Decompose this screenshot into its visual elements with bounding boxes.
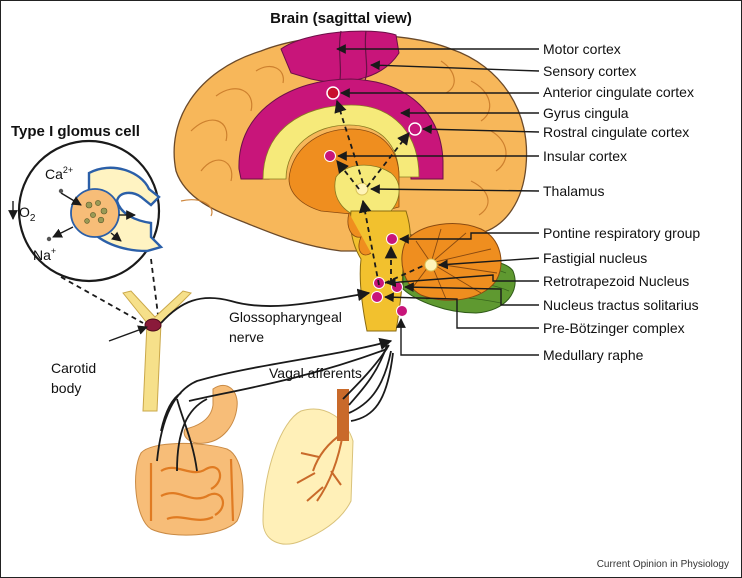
intestines (135, 442, 244, 536)
label-sensory-cortex: Sensory cortex (543, 63, 636, 79)
label-insular-cortex: Insular cortex (543, 148, 627, 164)
ascending-pathways (334, 99, 426, 286)
label-pre-botzinger-complex: Pre-Bötzinger complex (543, 320, 685, 336)
brain-nuclei (324, 86, 438, 317)
label-gyrus-cingula: Gyrus cingula (543, 105, 629, 121)
glomus-cell-inset (8, 139, 164, 283)
ion-oxygen: O2 (19, 204, 36, 224)
stomach (183, 384, 238, 444)
carotid-artery (122, 290, 192, 412)
anterior-cingulate-dot (326, 86, 340, 100)
vesicles (84, 200, 108, 224)
inset-title: Type I glomus cell (11, 123, 140, 140)
vagal-label: Vagal afferents (269, 365, 362, 381)
glosso-label-line2: nerve (229, 329, 264, 345)
cortex-gyri (180, 60, 507, 217)
ion-calcium: Ca2+ (45, 165, 73, 182)
rostral-cingulate-dot (408, 122, 422, 136)
label-anterior-cingulate-cortex: Anterior cingulate cortex (543, 84, 694, 100)
ion-sodium: Na+ (33, 246, 56, 263)
vagal-afferents (156, 337, 394, 472)
fastigial-dot (424, 258, 438, 272)
carotid-label-line2: body (51, 380, 81, 396)
lung (262, 389, 354, 545)
carotid-body-dot (144, 318, 162, 332)
gyrus-cingula-band (262, 104, 420, 180)
carotid-label-line1: Carotid (51, 360, 96, 376)
label-nucleus-tractus-solitarius: Nucleus tractus solitarius (543, 297, 699, 313)
thalamus-dot (355, 182, 369, 196)
journal-credit: Current Opinion in Physiology (597, 559, 729, 570)
pontine-dot (386, 233, 398, 245)
medullary-raphe-dot (396, 305, 408, 317)
label-pontine-respiratory-group: Pontine respiratory group (543, 225, 700, 241)
glossopharyngeal-nerve (160, 288, 371, 324)
structure-labels: Motor cortex Sensory cortex Anterior cin… (543, 41, 700, 363)
label-motor-cortex: Motor cortex (543, 41, 621, 57)
label-rostral-cingulate-cortex: Rostral cingulate cortex (543, 124, 689, 140)
insular-dot (324, 150, 336, 162)
figure-title: Brain (sagittal view) (270, 10, 412, 27)
brain (173, 30, 528, 332)
pre-botzinger-dot (371, 291, 383, 303)
label-thalamus: Thalamus (543, 183, 604, 199)
label-fastigial-nucleus: Fastigial nucleus (543, 250, 647, 266)
glosso-label-line1: Glossopharyngeal (229, 309, 342, 325)
leader-lines (336, 44, 540, 356)
label-retrotrapezoid-nucleus: Retrotrapezoid Nucleus (543, 273, 689, 289)
label-medullary-raphe: Medullary raphe (543, 347, 644, 363)
